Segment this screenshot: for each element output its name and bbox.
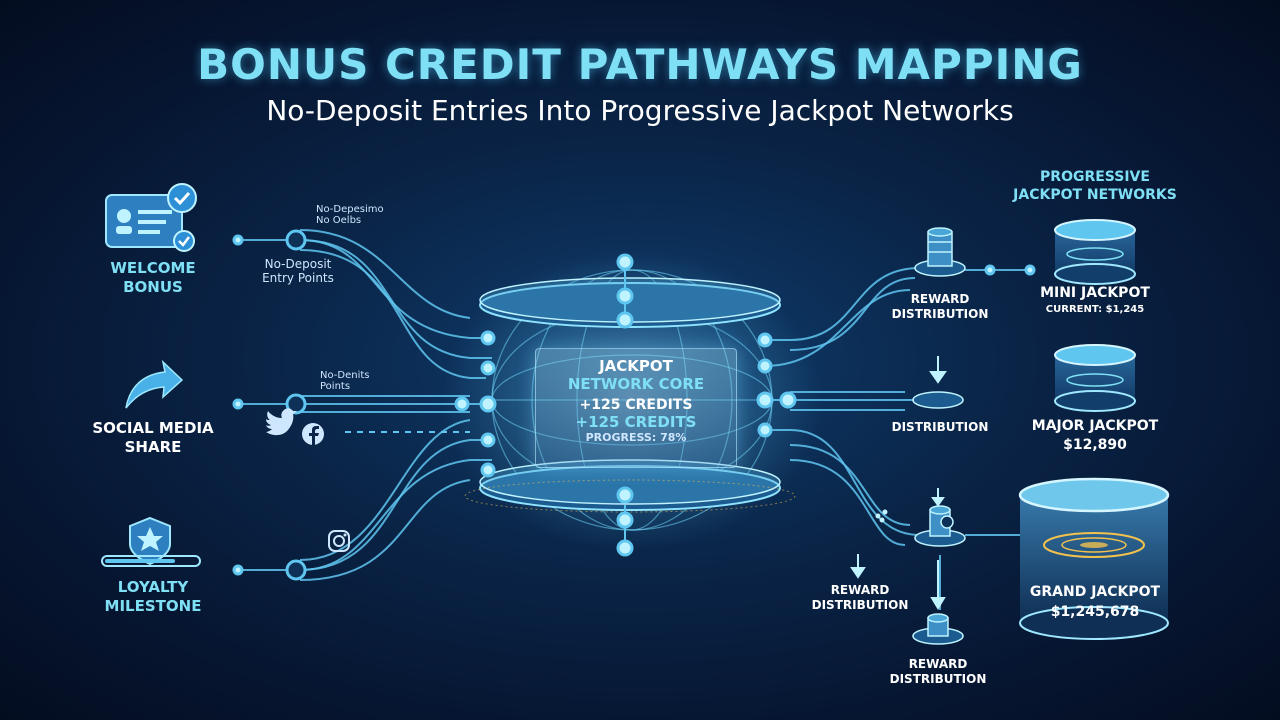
share-arrow-icon [125,359,184,409]
pathway-nodes [232,229,1036,581]
major-jackpot-value: $12,890 [1063,437,1127,453]
core-top-disk [479,277,781,328]
major-jackpot-cylinder [1054,344,1136,412]
twitter-icon [266,408,297,436]
major-jackpot-name: MAJOR JACKPOT [1031,418,1159,434]
check-badge-icon [167,183,197,252]
coin-stack-icon [912,613,964,645]
mini-jackpot-value: CURRENT: $1,245 [1045,304,1145,315]
sparkle-icon [875,509,888,523]
facebook-icon [302,423,324,445]
distribution-label-2: DISTRIBUTION [891,420,989,434]
grand-jackpot-cylinder [1018,477,1170,640]
left-pathways [238,229,492,581]
right-pathways [764,267,1030,610]
arrow-down-icon [850,356,947,610]
coin-stack-icon [914,227,966,277]
jackpot-network-core: JACKPOT NETWORK CORE +125 CREDITS +125 C… [535,348,737,468]
id-card-icon [105,194,183,248]
core-bottom-disk [464,459,796,513]
page-subtitle: No-Deposit Entries Into Progressive Jack… [266,94,1014,127]
grand-jackpot-value: $1,245,678 [1050,604,1140,620]
grand-jackpot-name: GRAND JACKPOT [1029,584,1161,600]
instagram-icon [328,530,350,552]
coin-stack-icon [914,505,966,547]
distribution-disk-2 [912,391,964,409]
page-title: BONUS CREDIT PATHWAYS MAPPING [197,40,1083,89]
star-badge-icon [101,516,201,567]
mini-jackpot-cylinder [1054,219,1136,285]
mini-jackpot-name: MINI JACKPOT [1040,285,1150,301]
